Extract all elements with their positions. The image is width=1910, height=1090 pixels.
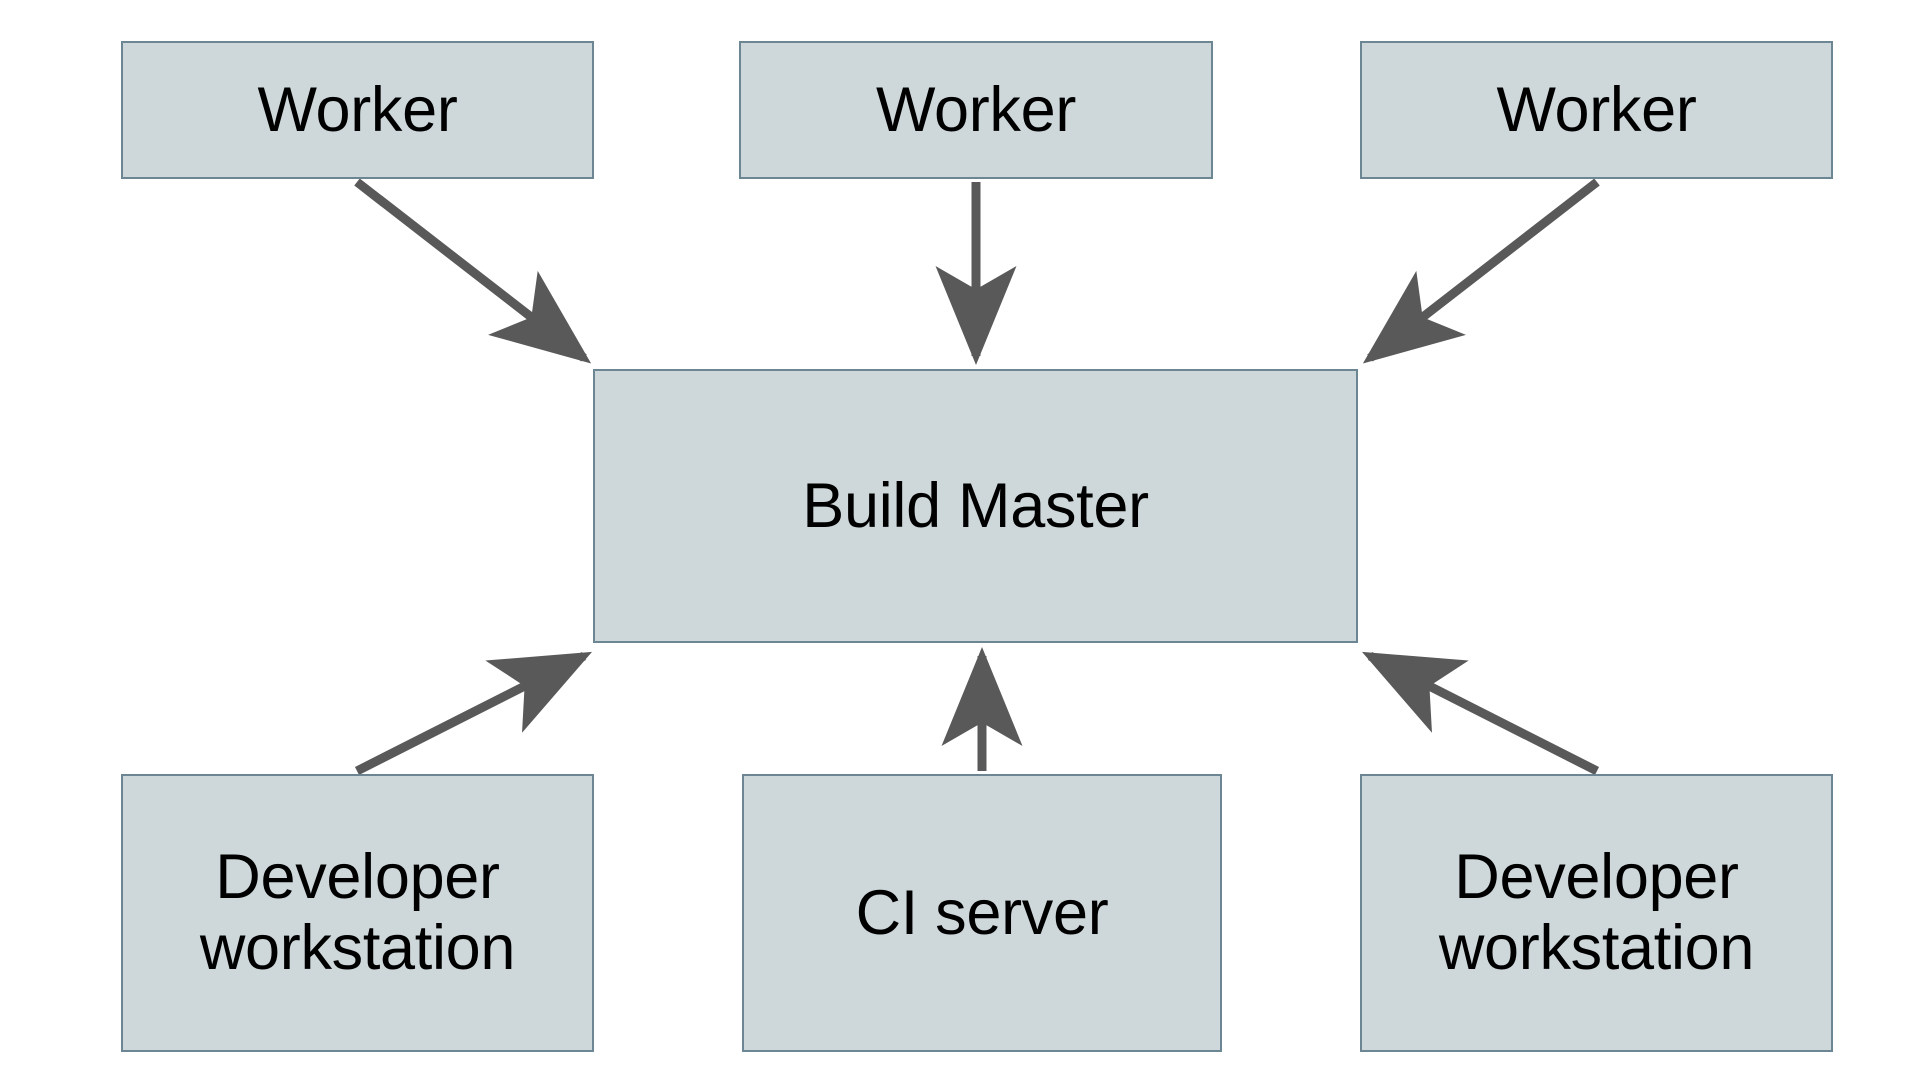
edge-worker-3-to-master [1362, 178, 1600, 364]
node-developer-workstation-2[interactable]: Developer workstation [1360, 774, 1833, 1052]
node-worker-2-label: Worker [875, 74, 1077, 145]
node-build-master[interactable]: Build Master [593, 369, 1358, 643]
node-developer-workstation-1-label: Developer workstation [199, 842, 516, 983]
edge-dev-1-to-master [354, 651, 593, 776]
node-developer-workstation-1[interactable]: Developer workstation [121, 774, 594, 1052]
node-worker-1[interactable]: Worker [121, 41, 594, 179]
node-worker-2[interactable]: Worker [739, 41, 1213, 179]
edge-worker-1-to-master [354, 178, 592, 364]
node-worker-3[interactable]: Worker [1360, 41, 1833, 179]
node-build-master-label: Build Master [802, 470, 1149, 541]
node-ci-server-label: CI server [855, 877, 1109, 948]
edge-dev-2-to-master [1361, 651, 1600, 776]
node-worker-1-label: Worker [257, 74, 458, 145]
node-ci-server[interactable]: CI server [742, 774, 1222, 1052]
node-worker-3-label: Worker [1496, 74, 1697, 145]
node-developer-workstation-2-label: Developer workstation [1438, 842, 1755, 983]
